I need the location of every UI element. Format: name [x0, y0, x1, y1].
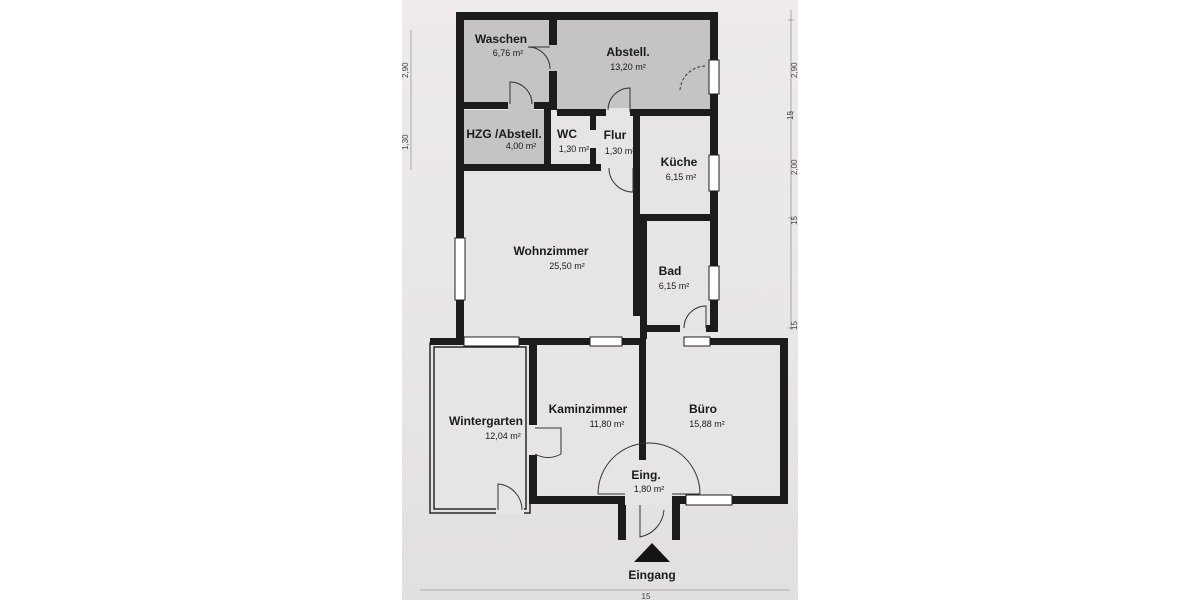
- wall-eing-right: [672, 496, 680, 540]
- door-gap-living: [601, 163, 633, 172]
- dimension-right-c: 15: [790, 216, 799, 225]
- door-gap-hzg: [508, 101, 534, 110]
- window-kamin-top: [589, 336, 623, 347]
- window-buero-top: [683, 336, 711, 347]
- window-wohnzimmer: [454, 237, 466, 301]
- room-name-wc: WC: [557, 127, 577, 141]
- dimension-lines: 2,90 15 2,00 15 15 2,90 1,30 15: [401, 10, 799, 600]
- wall-left-upper: [456, 12, 464, 344]
- room-area-wc: 1,30 m²: [559, 144, 590, 154]
- wall-living-south-mid: [530, 338, 640, 345]
- wall-wintergarten-inner: [433, 346, 527, 510]
- door-kamin: [534, 427, 562, 458]
- room-area-abstell: 13,20 m²: [610, 62, 646, 72]
- room-area-hzg: 4,00 m²: [506, 141, 537, 151]
- dimension-right-a: 15: [786, 111, 795, 120]
- wall-buero-right: [780, 338, 788, 504]
- door-eing-outer: [639, 505, 665, 538]
- room-name-waschen: Waschen: [475, 32, 527, 46]
- wall-abstell-flur: [557, 109, 718, 116]
- door-gap-waschen: [548, 45, 558, 71]
- dimension-right-b: 2,00: [790, 159, 799, 175]
- floor-kaminzimmer: [537, 345, 639, 495]
- door-hzg: [509, 81, 533, 105]
- door-waschen: [527, 46, 551, 70]
- floor-hzg: [463, 110, 550, 164]
- door-gap-kamin: [528, 425, 538, 455]
- floor-eing: [625, 460, 678, 498]
- dimension-left-a: 2,90: [401, 62, 410, 78]
- entrance-label: Eingang: [628, 568, 675, 582]
- door-swings: [497, 46, 707, 538]
- room-name-wohnzimmer: Wohnzimmer: [513, 244, 588, 258]
- windows: [454, 59, 733, 506]
- floor-wohnzimmer: [463, 170, 641, 335]
- wall-kamin-buero: [639, 338, 646, 460]
- dimension-left-b: 1,30: [401, 134, 410, 150]
- wall-bad-left: [640, 221, 647, 339]
- entrance-arrow-icon: [634, 543, 670, 562]
- wall-flur-kueche: [633, 116, 640, 316]
- floor-kueche: [640, 116, 710, 215]
- room-area-bad: 6,15 m²: [659, 281, 690, 291]
- room-name-abstell: Abstell.: [606, 45, 649, 59]
- room-name-hzg: HZG /Abstell.: [466, 127, 541, 141]
- room-name-kaminzimmer: Kaminzimmer: [549, 402, 628, 416]
- door-gap-winter: [496, 508, 524, 514]
- door-gaps: [496, 45, 706, 514]
- room-name-wintergarten: Wintergarten: [449, 414, 523, 428]
- window-bad: [708, 265, 720, 301]
- floor-abstell: [556, 19, 710, 112]
- wall-eing-left: [618, 496, 626, 540]
- wall-buero-top: [710, 338, 788, 345]
- room-name-eing: Eing.: [631, 468, 660, 482]
- wall-kamin-bottom: [529, 496, 625, 504]
- room-area-eing: 1,80 m²: [634, 484, 665, 494]
- door-gap-wc: [589, 130, 597, 148]
- room-area-waschen: 6,76 m²: [493, 48, 524, 58]
- door-gap-flur: [606, 108, 630, 117]
- wall-top: [456, 12, 718, 20]
- room-area-wohnzimmer: 25,50 m²: [549, 261, 585, 271]
- wall-winter-kamin: [529, 338, 537, 504]
- door-eing-inner: [597, 442, 701, 495]
- wall-waschen-hzg: [456, 102, 557, 109]
- floor-flur: [596, 116, 640, 164]
- floors: [432, 19, 781, 510]
- door-flur-bottom: [608, 167, 634, 193]
- room-area-wintergarten: 12,04 m²: [485, 431, 521, 441]
- dimension-right-d: 15: [790, 321, 799, 330]
- window-buero-bottom: [685, 494, 733, 506]
- room-area-kaminzimmer: 11,80 m²: [590, 419, 625, 429]
- room-area-flur: 1,30 m²: [605, 146, 636, 156]
- room-area-buero: 15,88 m²: [689, 419, 725, 429]
- wall-kueche-bad: [640, 214, 718, 221]
- floor-wintergarten: [432, 345, 529, 510]
- wall-upper-living: [456, 164, 601, 171]
- door-bad: [683, 305, 707, 329]
- door-wintergarten: [497, 483, 523, 511]
- dimension-bottom: 15: [642, 592, 651, 600]
- floor-bad: [646, 221, 710, 325]
- wall-hzg-wc: [544, 109, 551, 169]
- window-abstell: [708, 59, 720, 95]
- room-name-bad: Bad: [659, 264, 682, 278]
- floor-wc: [551, 116, 595, 164]
- door-gap-bad: [680, 324, 706, 333]
- window-kueche: [708, 154, 720, 192]
- dimension-right-top: 2,90: [790, 62, 799, 78]
- window-living-south: [463, 336, 520, 347]
- room-labels: Waschen 6,76 m² Abstell. 13,20 m² HZG /A…: [449, 32, 725, 494]
- room-area-kueche: 6,15 m²: [666, 172, 697, 182]
- door-flur-top: [607, 87, 631, 112]
- room-name-flur: Flur: [604, 128, 627, 142]
- wall-bad-bottom: [640, 325, 718, 332]
- wall-buero-bottom: [678, 496, 788, 504]
- door-gap-eing: [625, 495, 672, 505]
- entrance-marker: Eingang: [628, 543, 676, 582]
- room-name-kueche: Küche: [661, 155, 698, 169]
- room-name-buero: Büro: [689, 402, 717, 416]
